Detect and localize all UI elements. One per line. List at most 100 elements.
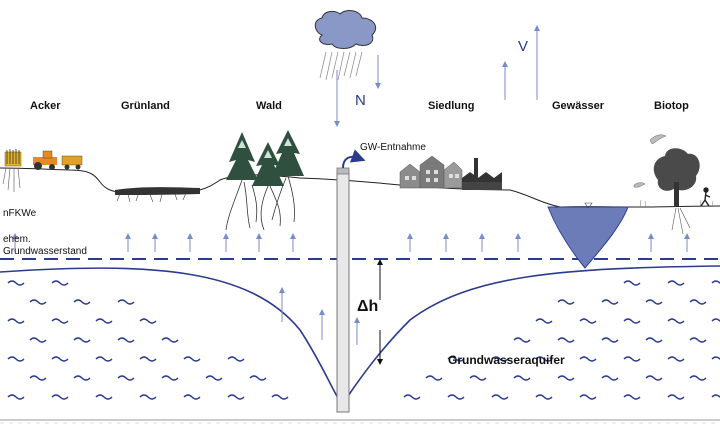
acker-illustration [2, 149, 83, 192]
wave-symbol [403, 394, 421, 400]
wave-symbol [689, 375, 707, 381]
wave-symbol [623, 280, 641, 286]
withdrawal-well [336, 149, 366, 413]
wave-symbol [205, 375, 223, 381]
wave-symbol [73, 337, 91, 343]
wave-symbol [139, 318, 157, 324]
wave-symbol [7, 318, 25, 324]
wave-symbol [51, 356, 69, 362]
wave-symbol [645, 337, 663, 343]
delta-symbol: Δ [357, 298, 369, 315]
wave-symbol [95, 394, 113, 400]
wave-symbol [117, 299, 135, 305]
label-nfkwe: nFKWe [3, 208, 37, 219]
wave-symbol [601, 337, 619, 343]
wave-symbol [535, 394, 553, 400]
wave-symbol [95, 318, 113, 324]
wave-symbol [557, 337, 575, 343]
aquifer-waves [7, 280, 720, 400]
wave-symbol [117, 337, 135, 343]
label-gewaesser: Gewässer [552, 100, 604, 112]
wave-symbol [535, 356, 553, 362]
wald-illustration [225, 130, 304, 231]
wave-symbol [667, 318, 685, 324]
wave-symbol [667, 356, 685, 362]
wave-symbol [491, 356, 509, 362]
wave-symbol [227, 356, 245, 362]
wave-symbol [557, 375, 575, 381]
rain-cloud [314, 10, 377, 81]
wave-symbol [139, 356, 157, 362]
wave-symbol [447, 356, 465, 362]
label-aquifer: Grundwasseraquifer [448, 353, 565, 367]
wave-symbol [29, 375, 47, 381]
evaporation-arrows [502, 25, 540, 100]
label-evaporation: V [518, 38, 529, 55]
wave-symbol [579, 356, 597, 362]
label-drawdown: Δh [357, 298, 378, 316]
label-acker: Acker [30, 100, 61, 112]
biotop-illustration [633, 134, 714, 235]
wave-symbol [689, 337, 707, 343]
label-biotop: Biotop [654, 100, 689, 112]
wave-symbol [601, 299, 619, 305]
wave-symbol [623, 356, 641, 362]
wave-symbol [51, 318, 69, 324]
wave-symbol [117, 375, 135, 381]
wave-symbol [667, 280, 685, 286]
wave-symbol [689, 299, 707, 305]
wave-symbol [469, 375, 487, 381]
wave-symbol [557, 299, 575, 305]
wave-symbol [711, 356, 720, 360]
wave-symbol [161, 375, 179, 381]
wave-symbol [271, 394, 289, 400]
wave-symbol [447, 394, 465, 400]
wave-symbol [711, 394, 720, 398]
label-former-gw-1: ehem. [3, 234, 31, 245]
wave-symbol [711, 318, 720, 322]
drawdown-h: h [368, 298, 379, 315]
label-siedlung: Siedlung [428, 100, 475, 112]
wave-symbol [7, 280, 25, 286]
wave-symbol [73, 299, 91, 305]
wave-symbol [183, 356, 201, 362]
wave-symbol [7, 356, 25, 362]
wave-symbol [645, 299, 663, 305]
gewaesser-lake [547, 202, 629, 269]
wave-symbol [513, 337, 531, 343]
gruenland-roots [115, 187, 200, 203]
wave-symbol [95, 356, 113, 362]
recharge-arrows [12, 233, 690, 345]
wave-symbol [623, 394, 641, 400]
wave-symbol [667, 394, 685, 400]
wave-symbol [73, 375, 91, 381]
ground-surface [0, 167, 720, 208]
label-gruenland: Grünland [121, 100, 170, 112]
wave-symbol [29, 337, 47, 343]
label-former-gw-2: Grundwasserstand [3, 246, 87, 257]
wave-symbol [601, 375, 619, 381]
wave-symbol [491, 394, 509, 400]
wave-symbol [227, 394, 245, 400]
wave-symbol [513, 375, 531, 381]
wave-symbol [161, 337, 179, 343]
wave-symbol [645, 375, 663, 381]
label-gw-entnahme: GW-Entnahme [360, 142, 426, 153]
wave-symbol [51, 280, 69, 286]
wave-symbol [535, 318, 553, 324]
wave-symbol [29, 299, 47, 305]
wave-symbol [579, 394, 597, 400]
wave-symbol [425, 375, 443, 381]
aquifer-base [0, 419, 720, 424]
wave-symbol [139, 394, 157, 400]
wave-symbol [711, 280, 720, 284]
wave-symbol [623, 318, 641, 324]
drawdown-cone [0, 265, 720, 407]
wave-symbol [579, 318, 597, 324]
precipitation-arrows [334, 55, 381, 127]
wave-symbol [51, 394, 69, 400]
wave-symbol [249, 375, 267, 381]
siedlung-illustration [399, 155, 502, 190]
